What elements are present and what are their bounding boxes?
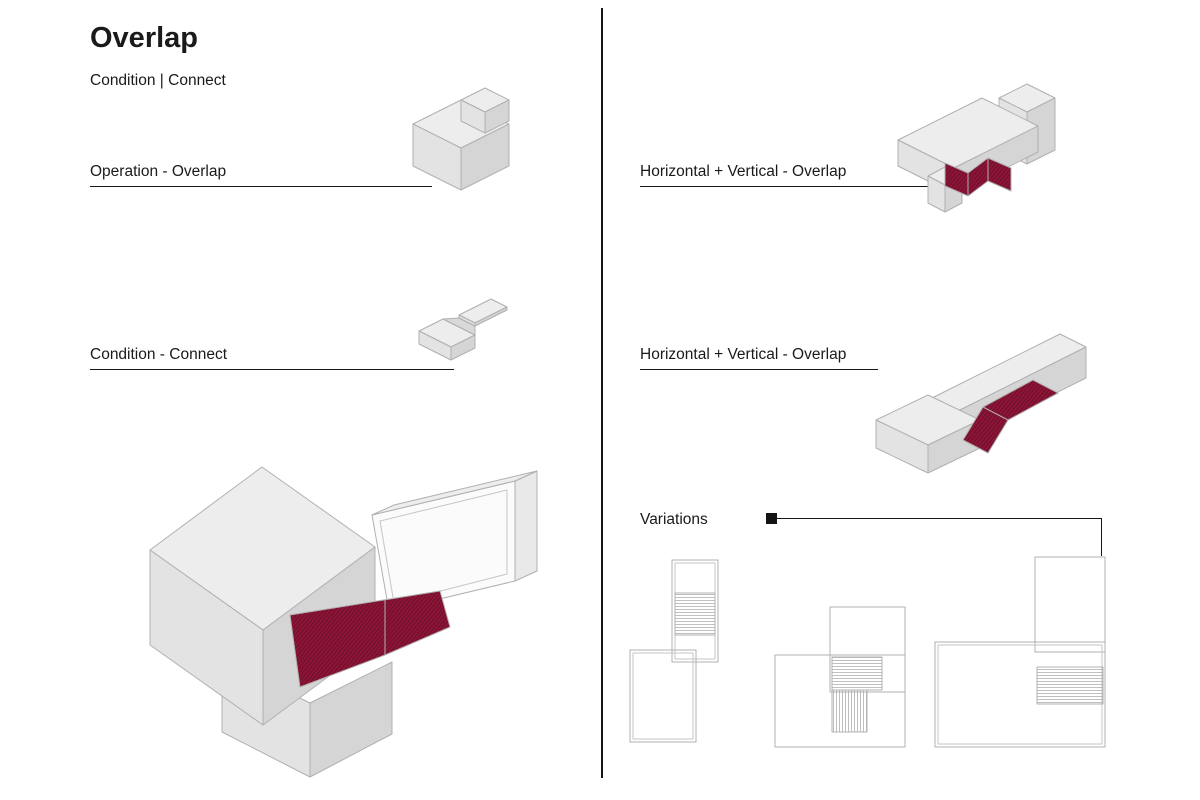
volume-large-cube <box>149 466 376 726</box>
page-subtitle: Condition | Connect <box>90 72 226 89</box>
page-title: Overlap <box>90 22 198 54</box>
leader-line-hv-1 <box>640 186 936 188</box>
figure-hv-overlap-isometric-1 <box>897 83 1056 213</box>
volume-open-tube <box>371 470 538 612</box>
volume-thin-plate <box>458 298 508 327</box>
variations-leader-horizontal <box>777 518 1102 520</box>
ramp-surface-red-hatched <box>289 590 451 688</box>
variations-marker-square <box>766 513 777 524</box>
leader-line-hv-2 <box>640 369 878 371</box>
label-variations: Variations <box>640 511 708 528</box>
variation-plan-2 <box>774 606 906 748</box>
volume-low-block <box>418 318 476 361</box>
figure-hv-overlap-isometric-2 <box>875 333 1087 474</box>
volume-overlap-arm <box>460 87 510 134</box>
ramp-fold-line <box>982 406 1009 421</box>
label-condition-connect: Condition - Connect <box>90 346 227 363</box>
label-operation-overlap: Operation - Overlap <box>90 163 227 180</box>
variation-plan-1 <box>629 559 719 743</box>
figure-variation-plans <box>629 556 1106 748</box>
leader-line-condition <box>90 369 454 371</box>
label-hv-overlap-1: Horizontal + Vertical - Overlap <box>640 163 847 180</box>
figure-operation-overlap-isometric <box>412 87 510 191</box>
variations-leader-vertical <box>1100 518 1102 556</box>
figure-condition-connect-isometric <box>418 298 508 361</box>
column-divider <box>601 8 603 778</box>
label-hv-overlap-2: Horizontal + Vertical - Overlap <box>640 346 847 363</box>
variation-plan-3 <box>934 556 1106 748</box>
stair-ramp-red-hatched <box>944 157 1012 197</box>
leader-line-operation <box>90 186 432 188</box>
figure-large-overlap-connect-isometric <box>149 466 538 778</box>
